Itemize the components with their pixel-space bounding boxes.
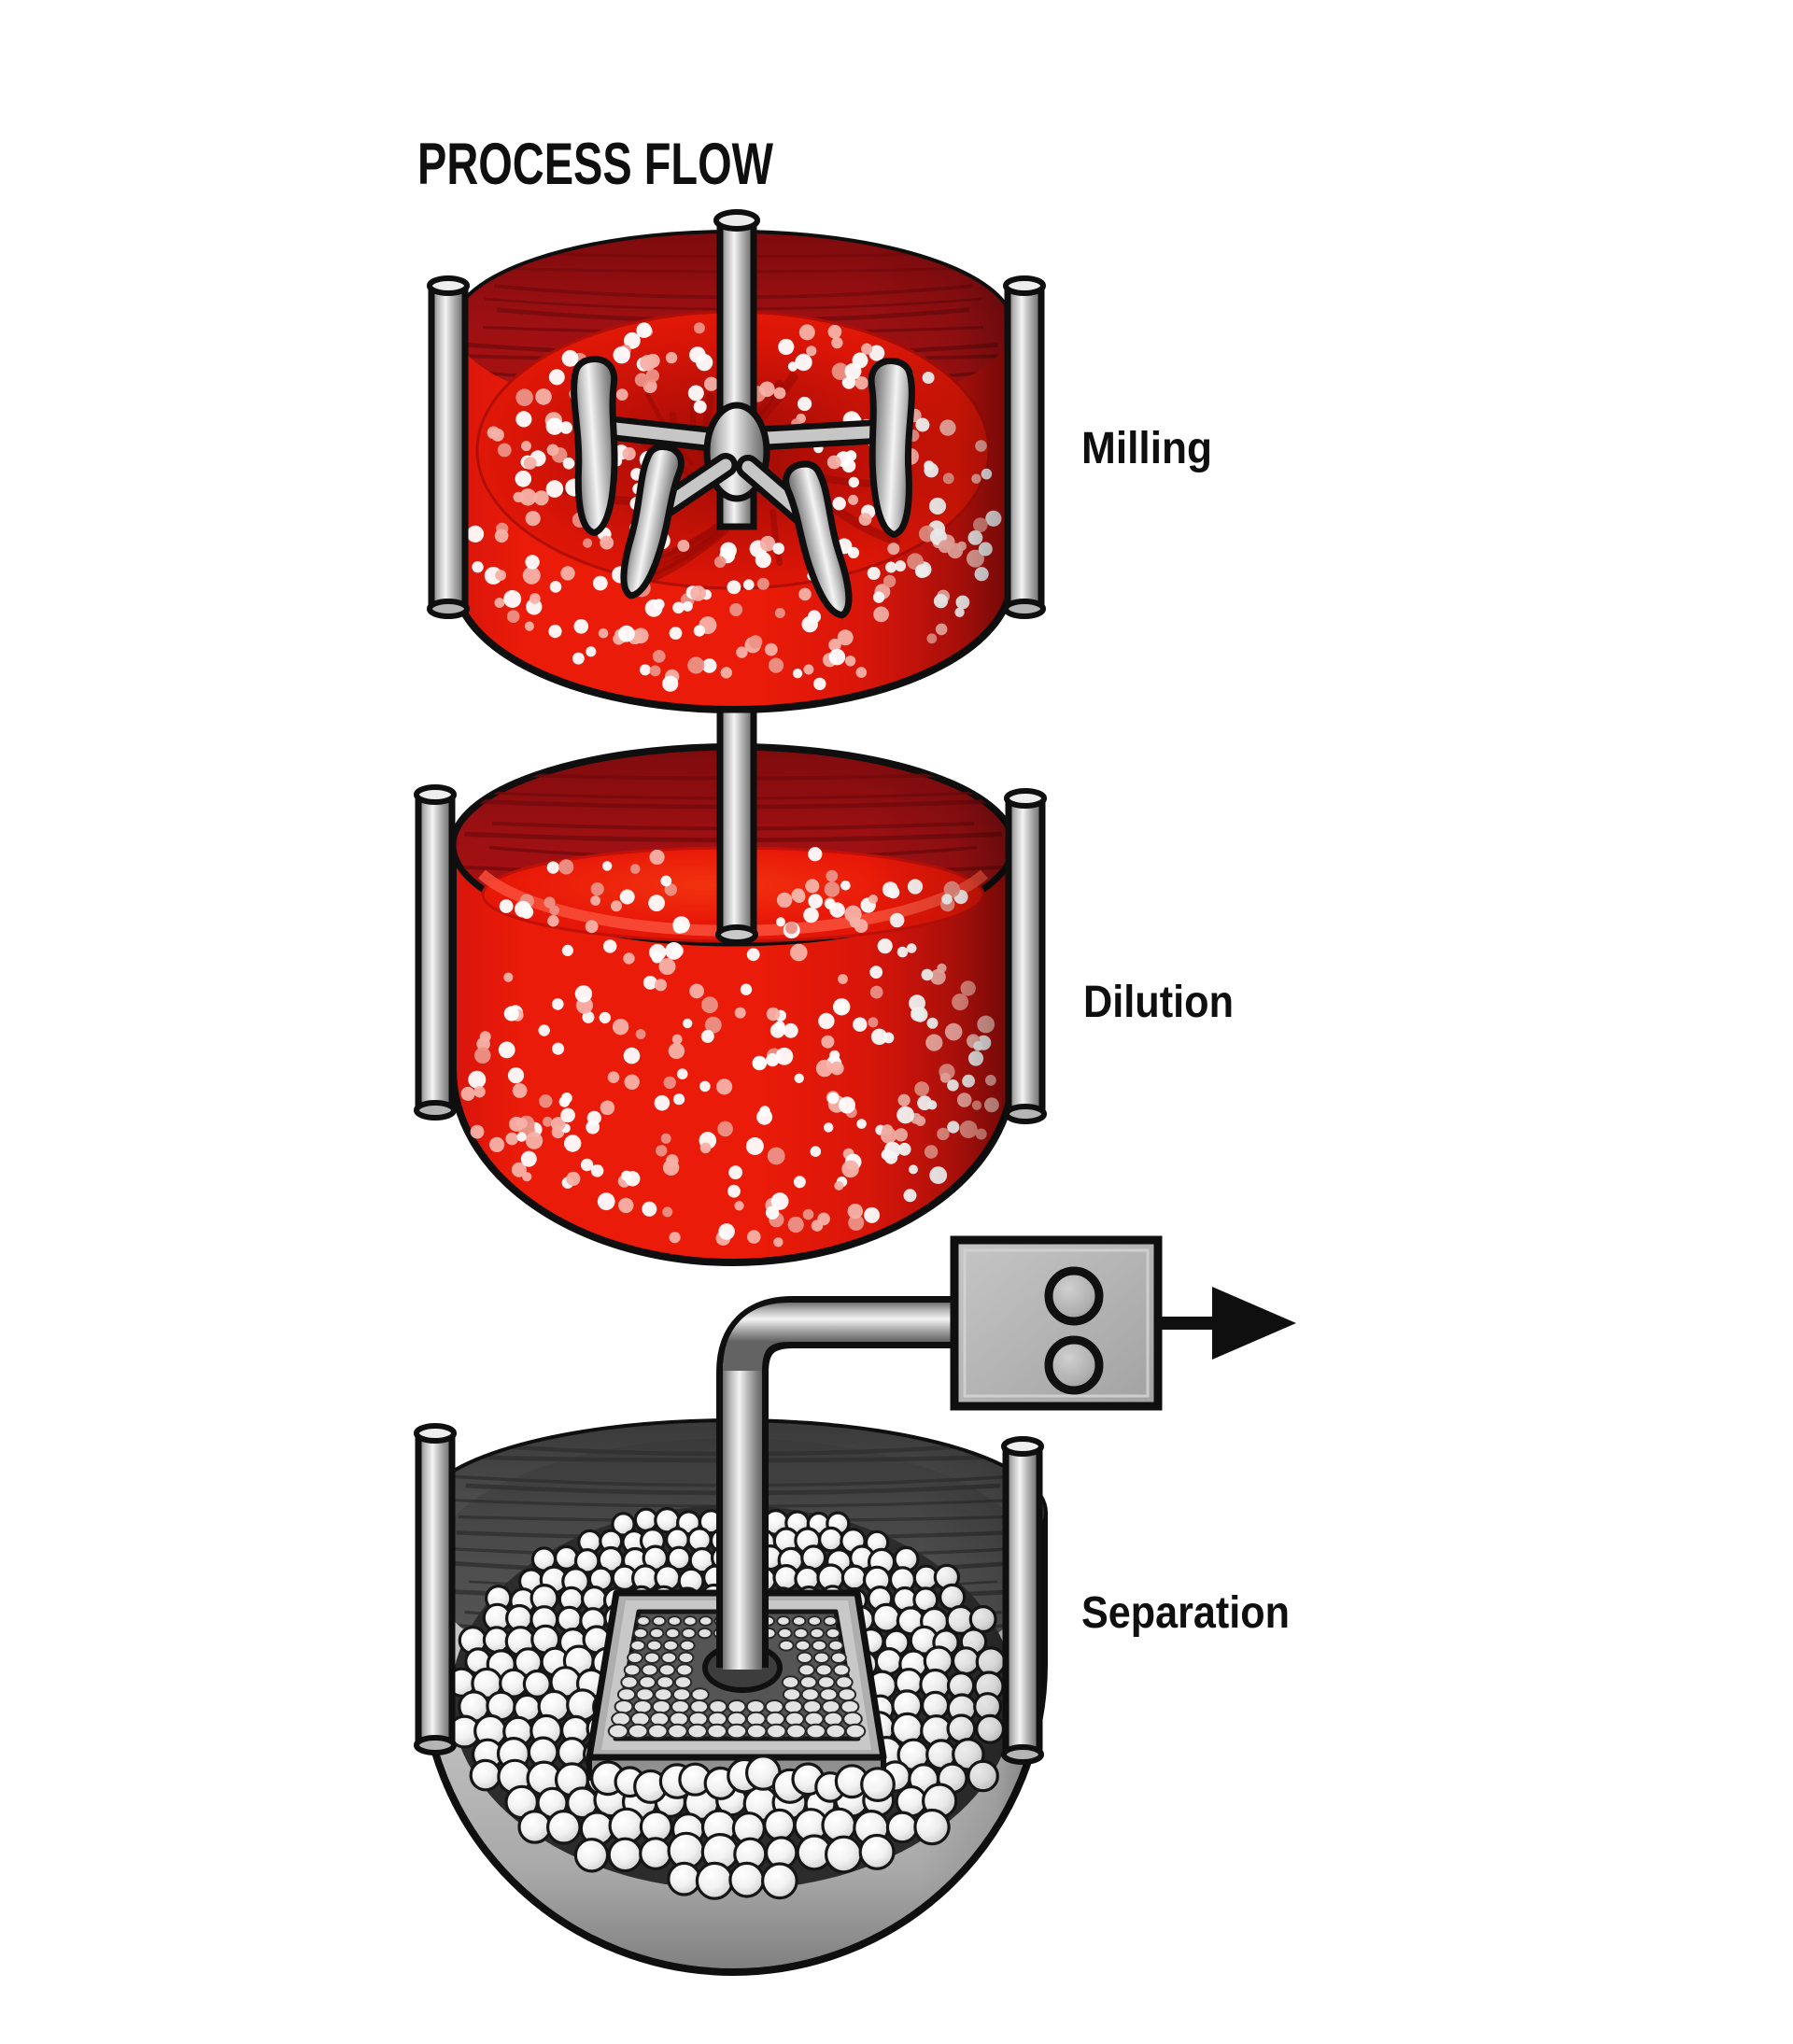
- milling-support-rod-left: [427, 275, 470, 619]
- outlet-pipe: [716, 1296, 959, 1670]
- flow-out-arrow-icon: [1160, 1287, 1296, 1360]
- dilution-support-rod-right: [1004, 788, 1047, 1124]
- pump-port-top: [1044, 1266, 1104, 1326]
- separation-support-rod-left: [414, 1423, 457, 1755]
- pump-port-bottom: [1044, 1335, 1104, 1395]
- label-dilution: Dilution: [1083, 978, 1234, 1027]
- dilution-vessel: [414, 706, 1047, 1266]
- milling-support-rod-right: [1003, 275, 1046, 619]
- separation-vessel: [414, 1296, 1048, 1976]
- impeller-back-arms: [595, 416, 896, 453]
- agitator-shaft-and-impeller: [570, 209, 916, 621]
- separation-support-rod-right: [1001, 1436, 1044, 1765]
- label-milling: Milling: [1081, 424, 1212, 473]
- page-title: PROCESS FLOW: [417, 132, 773, 197]
- pump-box-bevel: [963, 1248, 1150, 1398]
- front-overlap-beads: [590, 1755, 896, 1804]
- dilution-shaft: [715, 706, 758, 945]
- label-separation: Separation: [1081, 1588, 1290, 1638]
- milling-vessel: [427, 209, 1046, 713]
- outlet-pump-unit: [950, 1235, 1163, 1411]
- dilution-support-rod-left: [414, 784, 457, 1121]
- dilution-shadow: [864, 747, 1013, 1262]
- pump-box: [950, 1235, 1163, 1411]
- mixer-shaft-top-cap: [713, 209, 760, 232]
